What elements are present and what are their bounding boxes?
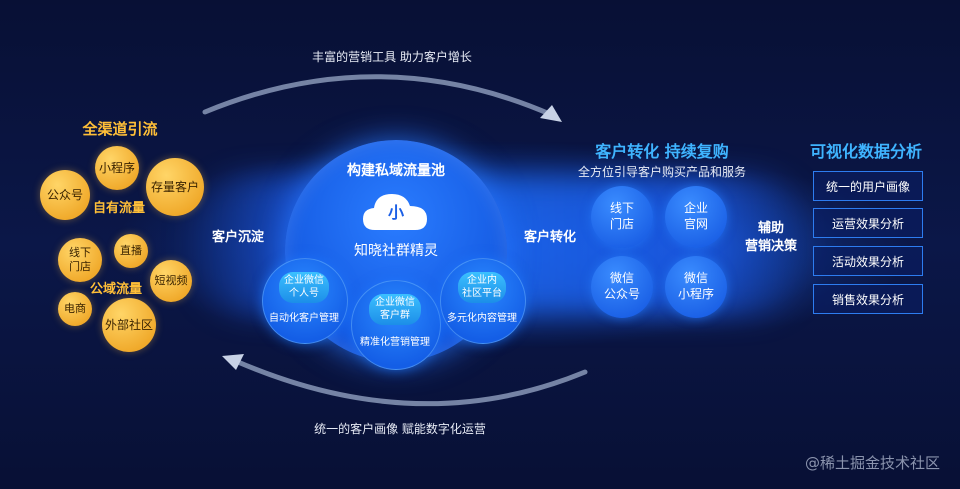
bubble-live: 直播 [114,234,148,268]
brand-name: 知晓社群精灵 [354,243,438,259]
bottom-arrow-arc [235,359,588,407]
sub-label-diverse-content: 多元化内容管理 [447,313,517,324]
assist-decision-label: 辅助 营销决策 [744,221,798,255]
sub-pill-wecom-group: 企业微信 客户群 [369,294,421,325]
cloud-logo-char: 小 [387,203,405,222]
sub-label-auto-customer-mgmt: 自动化客户管理 [269,313,339,324]
public-traffic-label: 公域流量 [89,282,143,297]
top-arrow-head [540,105,562,122]
right-title: 客户转化 持续复购 [595,142,729,161]
bubble-mini-program: 小程序 [95,146,139,190]
flow-label-conversion: 客户转化 [523,230,577,245]
bubble-official-account: 公众号 [40,170,90,220]
sub-circle-wecom-group [351,280,441,370]
channel-wechat-mini-program: 微信 小程序 [665,256,727,318]
bottom-arrow-head [222,354,244,370]
bottom-caption: 统一的客户画像 赋能数字化运营 [314,422,486,436]
channel-wechat-official: 微信 公众号 [591,256,653,318]
analysis-title: 可视化数据分析 [809,142,923,161]
sub-pill-community-platform: 企业内 社区平台 [458,272,506,303]
bubble-offline-store: 线下 门店 [58,238,102,282]
bubble-existing-customers: 存量客户 [146,158,204,216]
analysis-item-sales: 销售效果分析 [813,284,923,314]
bubble-short-video: 短视频 [150,260,192,302]
top-arrow-arc [202,74,555,118]
top-caption: 丰富的营销工具 助力客户增长 [312,50,472,64]
channel-corporate-site: 企业 官网 [665,186,727,248]
left-title: 全渠道引流 [82,120,158,138]
analysis-item-operations: 运营效果分析 [813,208,923,238]
cloud-logo-icon [363,194,427,230]
analysis-item-campaign: 活动效果分析 [813,246,923,276]
watermark: @稀土掘金技术社区 [804,454,940,472]
bubble-external-community: 外部社区 [102,298,156,352]
center-title: 构建私域流量池 [347,163,445,179]
sub-label-precision-marketing: 精准化营销管理 [360,337,430,348]
right-subtitle: 全方位引导客户购买产品和服务 [577,165,747,179]
channel-offline-store: 线下 门店 [591,186,653,248]
bubble-ecommerce: 电商 [58,292,92,326]
sub-pill-wecom-personal: 企业微信 个人号 [279,272,329,303]
owned-traffic-label: 自有流量 [92,201,146,216]
analysis-item-user-profile: 统一的用户画像 [813,171,923,201]
flow-label-retention: 客户沉淀 [211,230,265,245]
